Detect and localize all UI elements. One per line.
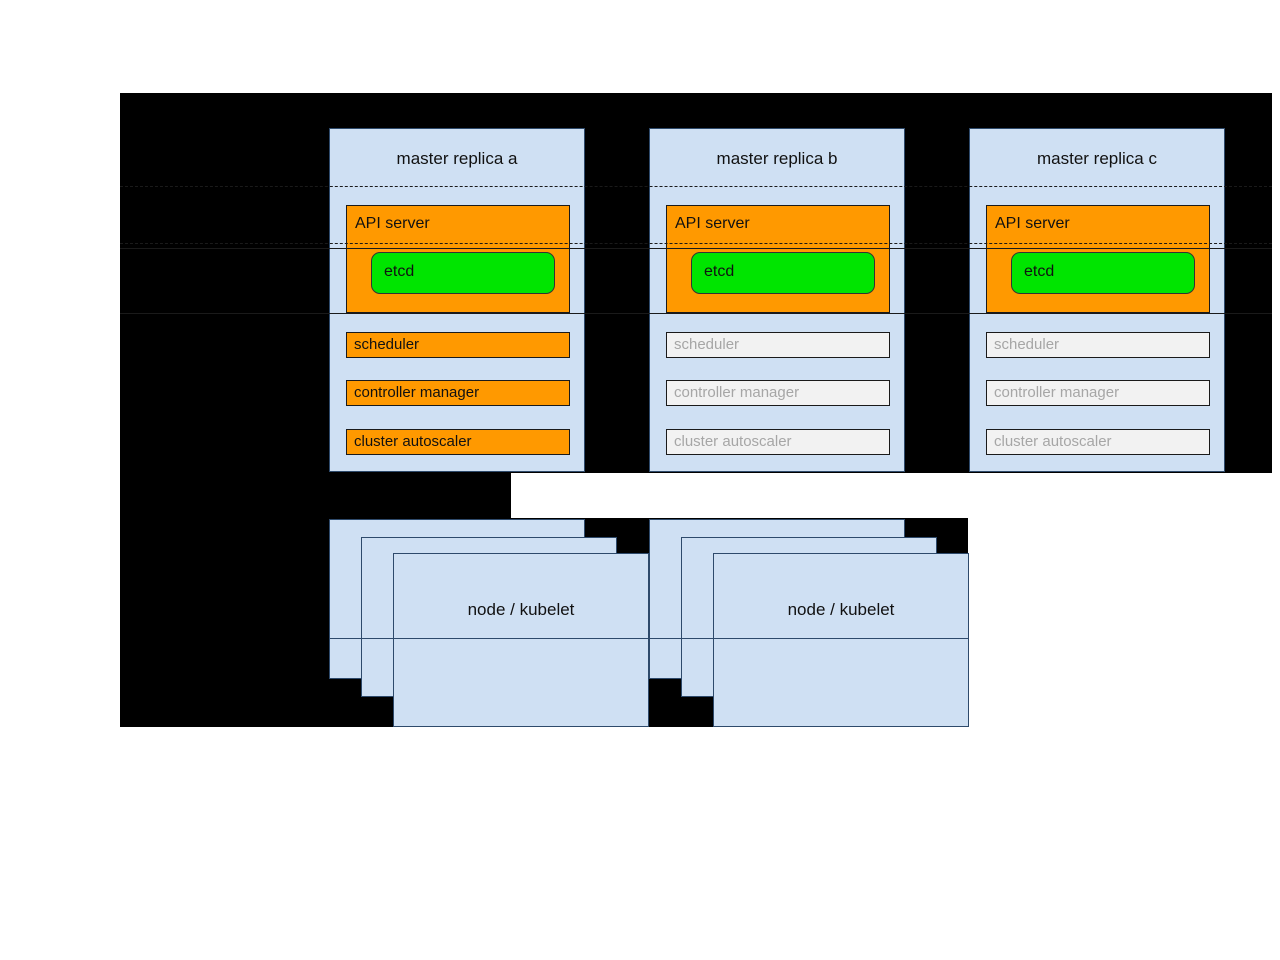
etcd-box[interactable]: etcd [371,252,555,294]
node-kubelet-label: node / kubelet [467,600,575,619]
etcd-box[interactable]: etcd [1011,252,1195,294]
controller-manager-box[interactable]: controller manager [666,380,890,406]
controller-manager-box[interactable]: controller manager [346,380,570,406]
api-server-box[interactable]: API server etcd [346,205,570,313]
etcd-label: etcd [1024,263,1055,280]
cluster-autoscaler-box[interactable]: cluster autoscaler [346,429,570,455]
scheduler-box[interactable]: scheduler [666,332,890,358]
master-replica-c[interactable]: master replica c API server etcd schedul… [969,128,1225,472]
separator-solid-lower [120,313,1272,314]
cluster-autoscaler-box[interactable]: cluster autoscaler [986,429,1210,455]
etcd-box[interactable]: etcd [691,252,875,294]
separator-dashed-lower [120,243,1272,244]
scheduler-box[interactable]: scheduler [986,332,1210,358]
api-server-box[interactable]: API server etcd [986,205,1210,313]
etcd-label: etcd [384,263,415,280]
node-kubelet-label: node / kubelet [787,600,895,619]
api-server-box[interactable]: API server etcd [666,205,890,313]
controller-manager-box[interactable]: controller manager [986,380,1210,406]
api-server-label: API server [995,215,1070,232]
replica-title: master replica a [396,149,518,168]
node-kubelet-card[interactable]: node / kubelet [393,553,649,727]
separator-dashed-upper [120,186,1272,187]
scheduler-box[interactable]: scheduler [346,332,570,358]
replica-title: master replica b [716,149,838,168]
replica-title: master replica c [1037,149,1157,168]
master-replica-a[interactable]: master replica a API server etcd schedul… [329,128,585,472]
api-server-label: API server [355,215,430,232]
master-replica-b[interactable]: master replica b API server etcd schedul… [649,128,905,472]
separator-solid-upper [120,248,1272,249]
cluster-autoscaler-box[interactable]: cluster autoscaler [666,429,890,455]
api-server-label: API server [675,215,750,232]
node-kubelet-card[interactable]: node / kubelet [713,553,969,727]
etcd-label: etcd [704,263,735,280]
separator-node-row [329,638,969,639]
